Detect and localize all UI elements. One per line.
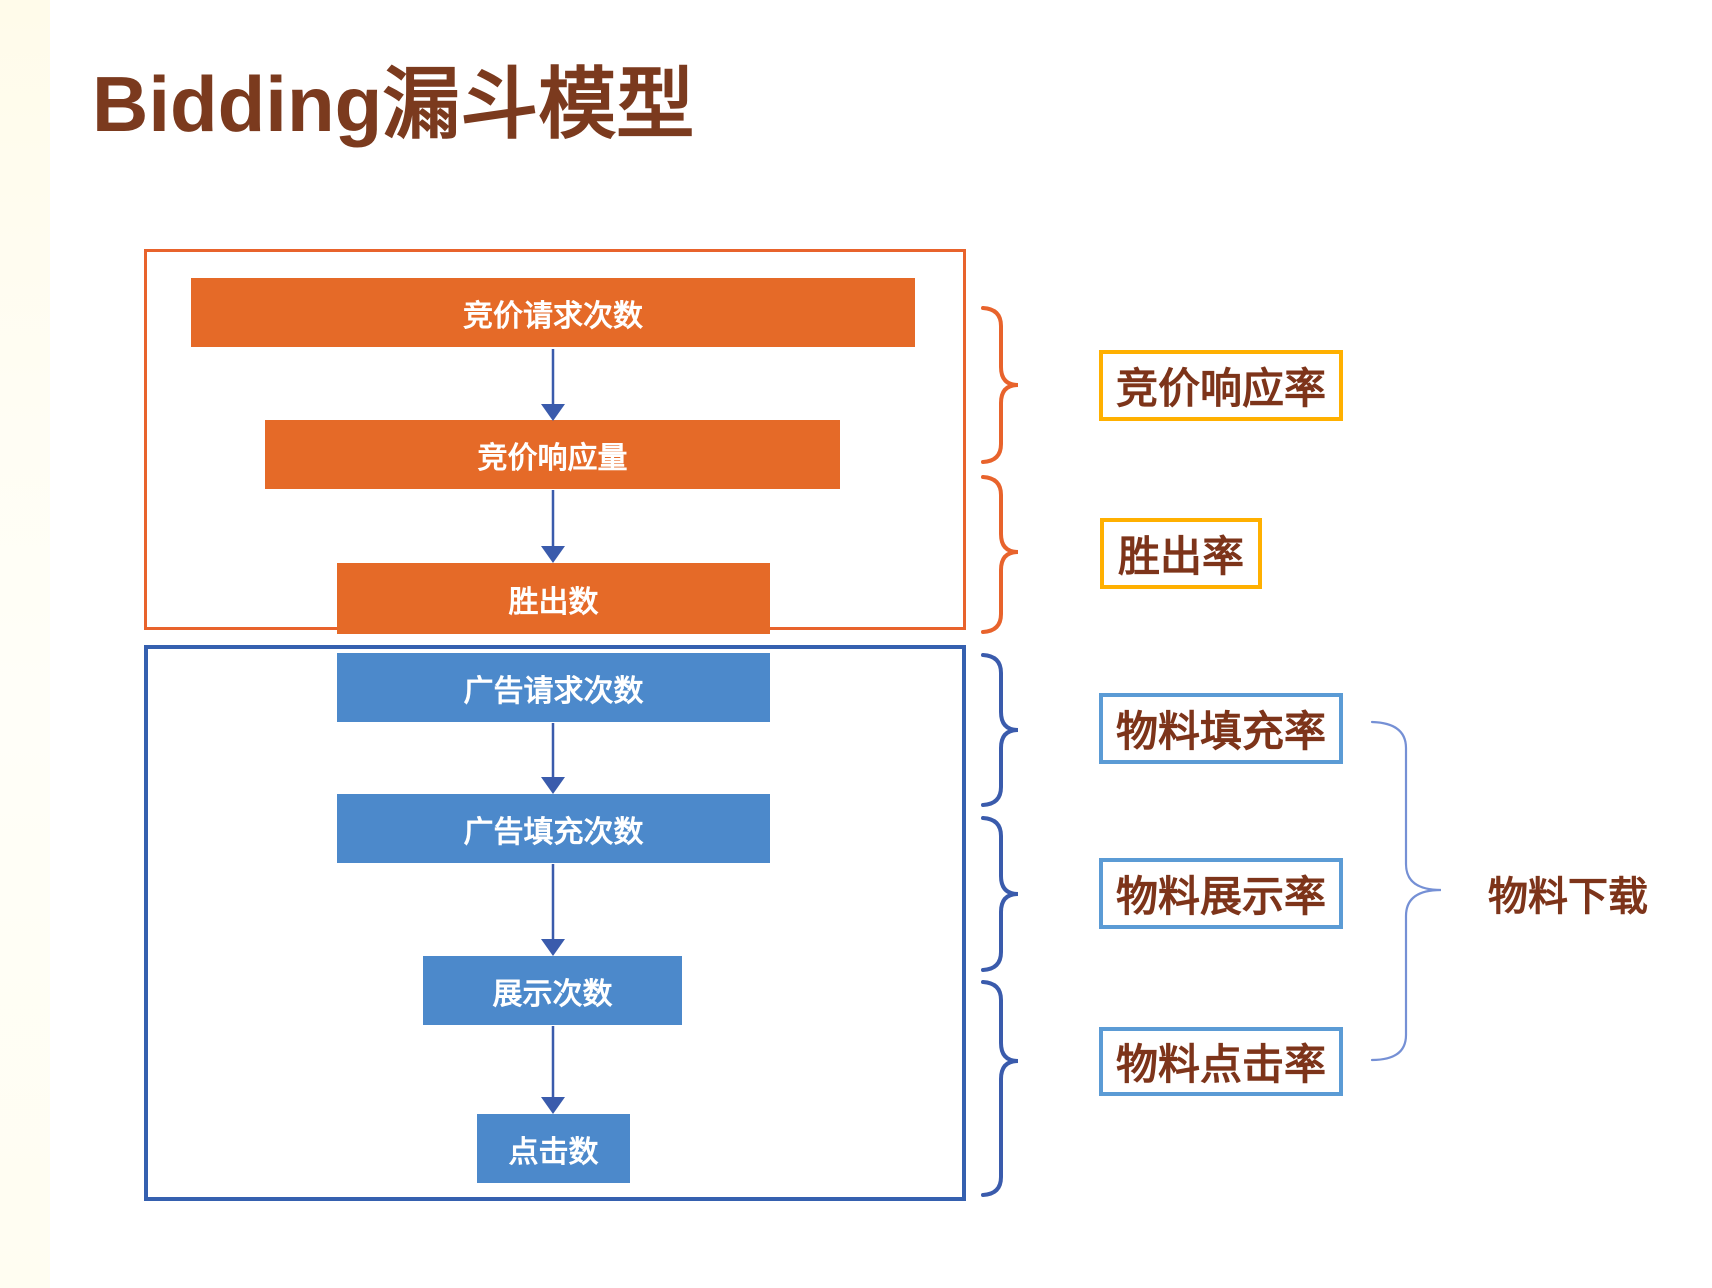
funnel-bar-wins: 胜出数: [337, 563, 770, 634]
metric-label: 胜出率: [1117, 533, 1244, 580]
page-title: Bidding漏斗模型: [92, 60, 695, 148]
funnel-bar-label: 胜出数: [508, 585, 599, 619]
metric-label: 物料展示率: [1115, 873, 1326, 920]
funnel-bar-label: 点击数: [508, 1135, 599, 1169]
funnel-bar-label: 展示次数: [492, 977, 613, 1011]
funnel-bar-impressions: 展示次数: [423, 956, 682, 1025]
material-stage-container: [144, 645, 966, 1201]
brace-material-download-group: [1370, 720, 1442, 1062]
left-margin-strip: [0, 0, 50, 1288]
metric-box-material-impression-rate: 物料展示率: [1099, 858, 1343, 929]
metric-label: 竞价响应率: [1115, 365, 1326, 412]
funnel-bar-ad-fills: 广告填充次数: [337, 794, 770, 863]
brace-impression-rate: [981, 816, 1019, 972]
brace-bid-response-rate: [981, 306, 1019, 464]
metric-box-material-click-rate: 物料点击率: [1099, 1027, 1343, 1096]
funnel-bar-bid-responses: 竞价响应量: [265, 420, 840, 489]
metric-label: 物料填充率: [1115, 708, 1326, 755]
material-braces: [981, 653, 1019, 1197]
metric-box-bid-response-rate: 竞价响应率: [1099, 350, 1343, 421]
brace-click-rate: [981, 980, 1019, 1197]
funnel-bar-label: 竞价响应量: [477, 441, 628, 475]
metric-box-win-rate: 胜出率: [1100, 518, 1262, 589]
metric-label: 物料点击率: [1115, 1041, 1326, 1088]
bidding-braces: [981, 306, 1019, 634]
funnel-bar-label: 广告填充次数: [463, 815, 644, 849]
funnel-bar-label: 竞价请求次数: [463, 299, 643, 333]
funnel-bar-bid-requests: 竞价请求次数: [191, 278, 915, 347]
material-download-annotation: 物料下载: [1488, 875, 1648, 919]
metric-box-material-fill-rate: 物料填充率: [1099, 693, 1343, 764]
funnel-bar-clicks: 点击数: [477, 1114, 630, 1183]
funnel-bar-label: 广告请求次数: [463, 674, 644, 708]
funnel-bar-ad-requests: 广告请求次数: [337, 653, 770, 722]
brace-win-rate: [981, 475, 1019, 634]
brace-fill-rate: [981, 653, 1019, 807]
